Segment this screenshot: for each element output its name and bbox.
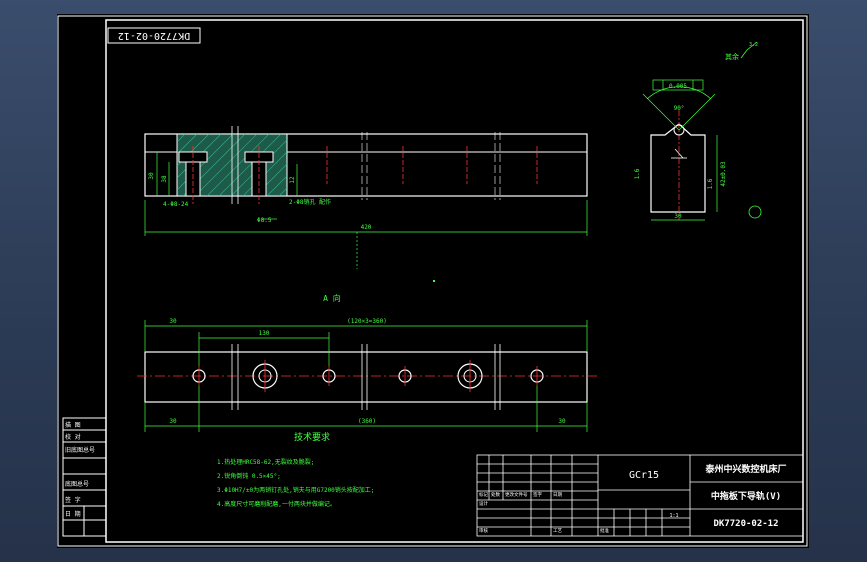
view-label-a: A 向 — [323, 293, 341, 303]
datum-circle — [748, 205, 762, 219]
tech-note-3: 3.Φ10H7/±0为两销钉孔处,销夫与用G7200销头按配加工; — [217, 486, 374, 494]
tb-label-9: 批准 — [600, 527, 609, 534]
title-block — [476, 454, 804, 537]
roughness-label: 其余 — [725, 52, 739, 61]
roughness-value: 3.2 — [749, 42, 758, 48]
tb-label-3: 更改文件号 — [505, 491, 528, 498]
side-section: 90° 0.005 30 42±0.03 1.6 1.6 — [634, 79, 762, 221]
tb-label-2: 处数 — [491, 491, 500, 498]
tech-title: 技术要求 — [294, 431, 330, 443]
dim-b6: 30 — [558, 418, 566, 425]
cad-drawing-canvas: DK7720-02-12 描 图 校 对 旧底图总号 底图总号 签 字 日 期 — [57, 15, 808, 547]
dim-b2: 130 — [259, 330, 270, 337]
roughness-symbol — [740, 41, 758, 59]
tech-note-2: 2.锐角倒钝 0.5×45°; — [217, 472, 281, 480]
material: GCr15 — [629, 470, 659, 481]
outer-frame — [57, 15, 808, 547]
strip-label-3: 旧底图总号 — [65, 446, 95, 454]
dim-b1: 30 — [169, 318, 177, 325]
dim-pin: 2-Φ8销孔 配作 — [289, 198, 331, 206]
dim-bolt: 4-Φ8-24 — [163, 201, 189, 208]
rotated-code: DK7720-02-12 — [118, 30, 190, 41]
tb-label-5: 日期 — [553, 492, 562, 498]
strip-label-5: 签 字 — [65, 496, 81, 504]
bottom-view: 30 130 (120×3=360) 30 (360) 30 — [137, 318, 597, 432]
rotated-code-box — [107, 27, 201, 44]
rough-right: 1.6 — [707, 178, 714, 189]
inner-frame — [105, 19, 804, 543]
front-view: 420 30 38 12 4-Φ8-24 Φ8.5 2-Φ8销孔 配作 — [144, 126, 588, 269]
dim-cb: Φ8.5 — [257, 217, 272, 224]
strip-label-2: 校 对 — [65, 433, 81, 441]
tol-value: 0.005 — [669, 83, 687, 90]
dim-h1: 30 — [148, 172, 155, 180]
strip-label-1: 描 图 — [65, 421, 81, 429]
dim-b3: (120×3=360) — [347, 318, 387, 325]
strip-label-6: 日 期 — [65, 510, 81, 518]
dim-angle: 90° — [674, 105, 685, 112]
drawing-code: DK7720-02-12 — [713, 519, 778, 529]
company-name: 泰州中兴数控机床厂 — [704, 463, 786, 475]
tb-label-1: 标记 — [479, 491, 488, 498]
drawing-sheet: DK7720-02-12 描 图 校 对 旧底图总号 底图总号 签 字 日 期 — [57, 14, 809, 548]
stray-marker — [433, 280, 435, 282]
strip-label-4: 底图总号 — [65, 480, 89, 488]
dim-h3: 12 — [289, 176, 296, 184]
rough-left: 1.6 — [634, 168, 641, 179]
dim-total: 420 — [361, 224, 372, 231]
scale: 1:1 — [669, 513, 678, 519]
tb-label-7: 审核 — [479, 527, 488, 534]
tb-label-8: 工艺 — [553, 528, 562, 534]
tb-label-4: 签字 — [533, 491, 542, 498]
part-name: 中拖板下导轨(V) — [711, 490, 781, 502]
tb-label-6: 设计 — [479, 500, 488, 507]
dim-height: 42±0.03 — [720, 161, 727, 187]
left-strip: 描 图 校 对 旧底图总号 底图总号 签 字 日 期 — [62, 417, 107, 537]
tech-note-4: 4.高度尺寸可磨削配磨,一付两块并做编记。 — [217, 500, 336, 508]
tech-note-1: 1.热处理HRC58-62,无裂纹及脆裂; — [217, 458, 314, 466]
dim-b5: (360) — [358, 418, 376, 425]
dim-h2: 38 — [161, 175, 168, 183]
dim-width: 30 — [674, 213, 682, 220]
dim-b4: 30 — [169, 418, 177, 425]
